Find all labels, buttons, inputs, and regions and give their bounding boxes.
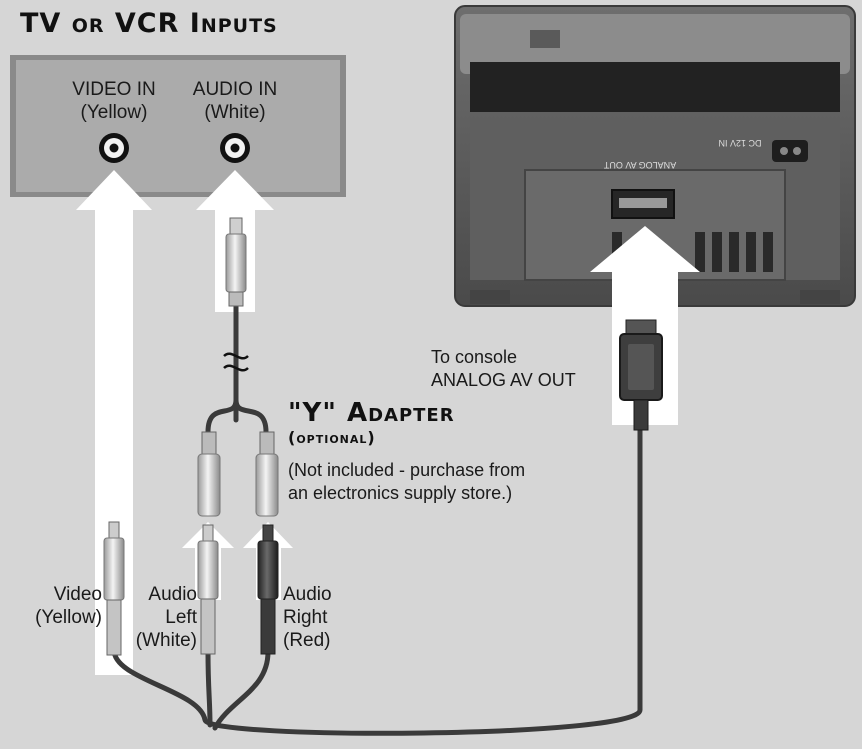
audio-left-plug-label: Audio Left (White) [122,583,197,652]
video-in-text: VIDEO IN [72,79,156,100]
audio-in-jack [220,133,250,163]
y-adapter-note-line2: an electronics supply store.) [288,483,513,503]
av-cable [111,427,643,736]
y-adapter-note: (Not included - purchase from an electro… [288,459,525,505]
audio-left-line2: Left [165,607,197,628]
tv-input-panel [10,55,346,197]
y-adapter-note-line1: (Not included - purchase from [288,460,526,480]
y-adapter-cable [205,299,269,435]
audio-in-label: AUDIO IN (White) [175,78,295,124]
video-plug-label: Video (Yellow) [14,583,102,629]
y-adapter-title: "Y" Adapter [288,398,455,428]
video-in-label: VIDEO IN (Yellow) [54,78,174,124]
audio-right-line1: Audio [283,584,332,605]
console-callout-line2: ANALOG AV OUT [431,370,576,390]
audio-right-plug-label: Audio Right (Red) [283,583,332,652]
y-adapter-subtitle: (optional) [288,428,376,447]
y-adapter-right-socket [255,431,279,517]
video-arrow [76,170,152,675]
audio-in-plug [225,217,247,307]
video-plug-line2: (Yellow) [35,607,102,628]
video-in-jack [99,133,129,163]
video-in-color: (Yellow) [80,102,148,123]
console-callout-line1: To console [431,347,518,367]
tv-inputs-title: TV or VCR Inputs [20,8,278,39]
video-plug-line1: Video [53,584,102,605]
audio-left-line3: (White) [135,630,197,651]
cable-break-mark [223,352,249,372]
video-plug [103,521,125,656]
dc-in-label: DC 12V IN [718,138,761,148]
y-adapter-left-socket [197,431,221,517]
av-out-plug [619,319,663,431]
audio-right-line3: (Red) [283,630,331,651]
audio-right-line2: Right [283,607,328,628]
console-callout: To console ANALOG AV OUT [431,346,576,392]
audio-in-text: AUDIO IN [192,79,278,100]
audio-left-line1: Audio [148,584,197,605]
audio-left-plug [197,524,219,655]
analog-av-out-port-label: ANALOG AV OUT [603,160,676,170]
audio-right-plug [257,524,279,655]
audio-in-color: (White) [204,102,266,123]
